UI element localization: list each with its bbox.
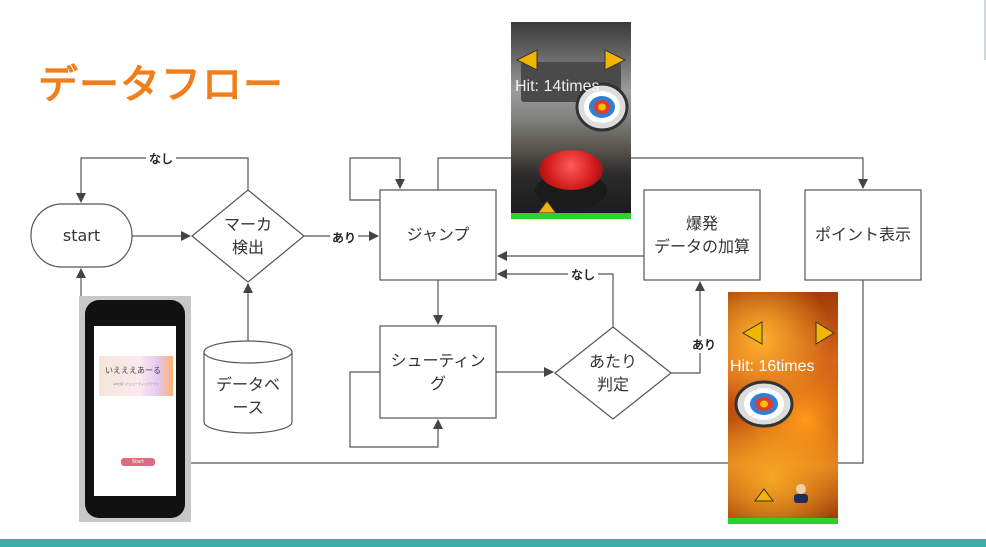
edge-shooting-loop — [349, 371, 443, 448]
phone-body: いえええあーる ARを使ったシューティングアプリ Start — [85, 300, 185, 518]
shoot-button-icon — [794, 484, 808, 503]
point-display-node — [804, 189, 922, 281]
shooting-label: シューティン グ — [390, 350, 486, 393]
corner-divider — [984, 0, 986, 60]
hit-counter-2: Hit: 16times — [730, 358, 815, 375]
marker-detect-label: マーカ 検出 — [223, 214, 272, 257]
slide-title: データフロー — [38, 62, 284, 108]
app-banner-subtitle: ARを使ったシューティングアプリ — [113, 382, 159, 386]
database-node — [203, 340, 293, 434]
jump-button-icon — [537, 200, 557, 214]
phone-screen: いえええあーる ARを使ったシューティングアプリ Start — [94, 326, 176, 496]
hit-counter-1: Hit: 14times — [515, 78, 600, 95]
explosion-node — [643, 189, 761, 281]
edge-hit-yes — [671, 281, 705, 374]
edge-hit-none — [497, 269, 614, 327]
arrow-left-icon — [515, 49, 538, 71]
game-screenshot-2: Hit: 16times — [728, 292, 838, 524]
start-label: start — [62, 225, 101, 245]
red-button — [539, 150, 603, 190]
explosion-label: 爆発 データの加算 — [653, 213, 750, 256]
edge-label-hit-none: なし — [568, 266, 599, 283]
point-display-label: ポイント表示 — [814, 225, 911, 245]
edge-phone-point — [191, 280, 864, 464]
jump-button-icon — [754, 488, 774, 502]
target-icon — [734, 380, 794, 428]
edge-label-hit-yes: あり — [690, 336, 719, 353]
green-bar-2 — [728, 518, 838, 524]
phone-mockup: いえええあーる ARを使ったシューティングアプリ Start — [79, 296, 191, 522]
hit-judge-node — [554, 326, 672, 420]
edge-label-marker-none: なし — [146, 150, 177, 167]
jump-label: ジャンプ — [406, 225, 470, 245]
edge-jump-point — [437, 157, 868, 190]
app-banner: いえええあーる ARを使ったシューティングアプリ — [99, 356, 173, 396]
app-start-button[interactable]: Start — [121, 458, 155, 466]
hit-judge-label: あたり 判定 — [588, 351, 637, 394]
database-label: データベ ース — [215, 374, 280, 417]
edge-label-marker-yes: あり — [330, 229, 359, 246]
bottom-accent-bar — [0, 539, 986, 547]
green-bar-1 — [511, 213, 631, 219]
game-screenshot-1: Hit: 14times — [511, 22, 631, 219]
jump-node — [379, 189, 497, 281]
arrow-right-icon — [815, 321, 835, 345]
edge-jump-loop — [349, 157, 405, 201]
app-banner-title: いえええあーる — [105, 366, 161, 375]
arrow-left-icon — [742, 321, 763, 345]
target-icon — [575, 82, 629, 132]
shooting-node — [379, 325, 497, 419]
marker-detect-node — [191, 189, 305, 283]
arrow-right-icon — [604, 49, 627, 71]
